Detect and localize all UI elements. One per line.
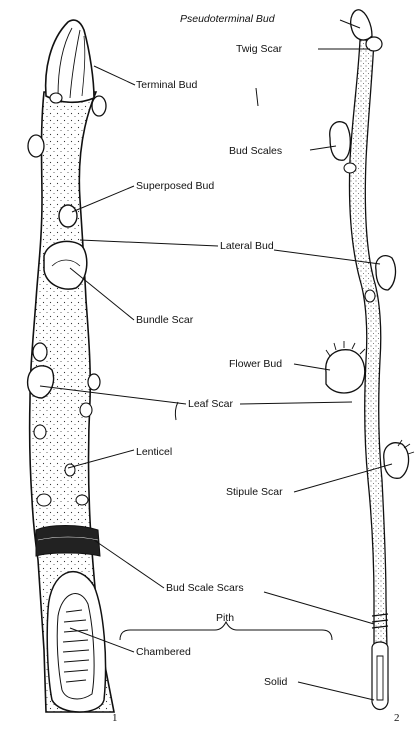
leader-leaf-scar-right [240,402,352,404]
label-twig-scar: Twig Scar [236,43,282,55]
label-pseudoterminal-bud: Pseudoterminal Bud [180,13,275,25]
figure-number-1: 1 [112,712,118,724]
leader-flower-bud [294,364,330,370]
label-bud-scales: Bud Scales [229,145,282,157]
bud-scales [330,122,351,161]
leader-superposed-bud [72,186,134,212]
figure-number-2: 2 [394,712,400,724]
lateral-bud-1 [44,241,87,289]
leader-bud-scale-scars-left [94,540,164,588]
side-bud-top-left [28,135,44,157]
leader-solid [298,682,374,700]
lateral-bud-2 [376,256,396,290]
label-chambered: Chambered [136,646,191,658]
label-lateral-bud: Lateral Bud [220,240,274,252]
twig-1 [28,20,114,712]
leader-lateral-bud-left [80,240,218,246]
bud-scale-scars-1 [36,526,100,557]
label-bud-scale-scars: Bud Scale Scars [166,582,244,594]
label-terminal-bud: Terminal Bud [136,79,197,91]
leader-bud-scale-scars-right [264,592,374,624]
pseudoterminal-bud [351,10,372,40]
solid-pith [377,656,383,700]
side-bud-top-right [92,96,106,116]
twig-2 [326,10,414,710]
stipule-bud [384,443,409,479]
label-flower-bud: Flower Bud [229,358,282,370]
leader-terminal-bud [94,66,135,85]
flower-bud [326,350,365,393]
pith-brace [120,622,332,640]
label-lenticel: Lenticel [136,446,172,458]
label-superposed-bud: Superposed Bud [136,180,214,192]
superposed-bud [59,205,77,227]
label-bundle-scar: Bundle Scar [136,314,193,326]
label-leaf-scar: Leaf Scar [188,398,233,410]
label-pith: Pith [216,612,234,624]
label-stipule-scar: Stipule Scar [226,486,283,498]
label-solid: Solid [264,676,287,688]
